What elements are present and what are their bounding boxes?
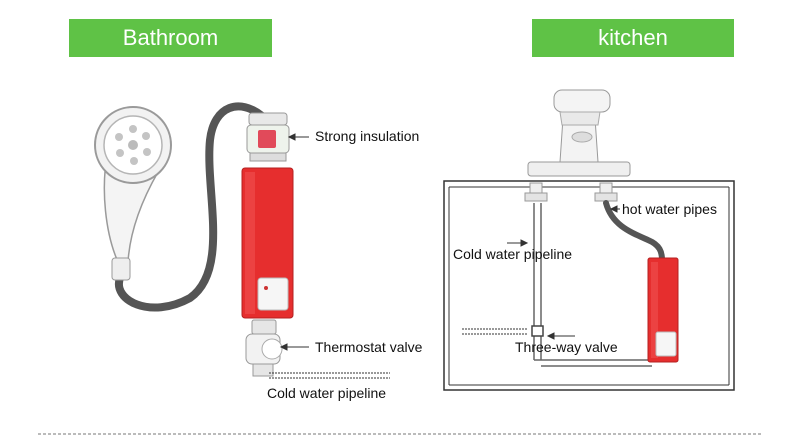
kitchen-banner: kitchen xyxy=(532,19,734,57)
kitchen-leader-lines xyxy=(462,205,620,340)
three-way-valve-label: Three-way valve xyxy=(515,339,618,355)
insulation-connector-icon xyxy=(246,112,290,162)
strong-insulation-label: Strong insulation xyxy=(315,128,420,144)
thermostat-valve-icon xyxy=(245,319,283,377)
kitchen-faucet-icon xyxy=(524,89,631,202)
kitchen-heater-icon xyxy=(647,257,679,363)
shower-head-icon xyxy=(94,106,172,281)
bathroom-banner: Bathroom xyxy=(69,19,272,57)
kitchen-cabinet xyxy=(443,180,735,391)
kitchen-cold-pipe xyxy=(531,203,652,367)
bathroom-title: Bathroom xyxy=(122,25,219,50)
thermostat-valve-label: Thermostat valve xyxy=(315,339,423,355)
bathroom-heater-icon xyxy=(241,167,294,319)
bathroom-cold-water-pipeline-label: Cold water pipeline xyxy=(267,385,387,401)
hot-water-pipes-label: hot water pipes xyxy=(622,201,717,217)
kitchen-hot-hose xyxy=(603,200,665,263)
kitchen-cold-water-pipeline-label: Cold water pipeline xyxy=(453,246,573,262)
kitchen-title: kitchen xyxy=(598,25,668,50)
shower-hose xyxy=(114,102,266,312)
bathroom-leader-lines xyxy=(269,133,390,379)
